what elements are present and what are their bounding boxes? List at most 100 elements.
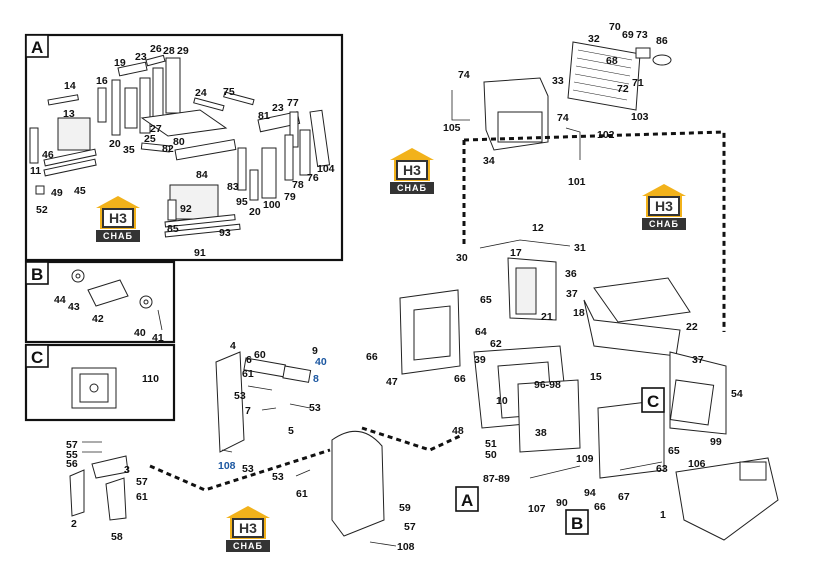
label-13: 13 <box>63 108 75 120</box>
label-56: 56 <box>66 458 78 470</box>
label-104: 104 <box>317 163 335 175</box>
label-42: 42 <box>92 313 104 325</box>
label-102: 102 <box>597 129 615 141</box>
label-47: 47 <box>386 376 398 388</box>
label-78: 78 <box>292 179 304 191</box>
watermark-sub-text: СНАБ <box>226 540 270 552</box>
label-36: 36 <box>565 268 577 280</box>
guide-line-lower <box>361 426 461 452</box>
label-85: 85 <box>167 223 179 235</box>
inset-b-letter: B <box>31 265 43 284</box>
label-26: 26 <box>150 43 162 55</box>
label-30: 30 <box>456 252 468 264</box>
label-28: 28 <box>163 45 175 57</box>
label-12: 12 <box>532 222 544 234</box>
label-23b: 23 <box>272 102 284 114</box>
label-57: 57 <box>404 521 416 533</box>
label-46: 46 <box>42 149 54 161</box>
guide-line-right <box>463 130 726 332</box>
label-38: 38 <box>535 427 547 439</box>
label-71: 71 <box>632 77 644 89</box>
label-96-98: 96-98 <box>534 379 561 391</box>
label-74b: 74 <box>557 112 569 124</box>
label-91: 91 <box>194 247 206 259</box>
label-39: 39 <box>474 354 486 366</box>
label-92: 92 <box>180 203 192 215</box>
label-87-89: 87-89 <box>483 473 510 485</box>
label-58: 58 <box>111 531 123 543</box>
label-72: 72 <box>617 83 629 95</box>
label-31: 31 <box>574 242 586 254</box>
watermark-logo-text: H3 <box>102 208 134 228</box>
bracket-assembly <box>69 441 129 521</box>
label-74: 74 <box>458 69 470 81</box>
label-108b: 108 <box>397 541 415 553</box>
watermark-logo-text: H3 <box>648 196 680 216</box>
side-panel-assembly <box>215 351 397 547</box>
label-77: 77 <box>287 97 299 109</box>
label-1: 1 <box>660 509 666 521</box>
watermark-sub-text: СНАБ <box>390 182 434 194</box>
label-15: 15 <box>590 371 602 383</box>
label-41: 41 <box>152 332 164 344</box>
label-81: 81 <box>258 110 270 122</box>
label-103: 103 <box>631 111 649 123</box>
label-40: 40 <box>134 327 146 339</box>
label-25: 25 <box>144 133 156 145</box>
label-18: 18 <box>573 307 585 319</box>
main-frame-assembly <box>399 239 779 541</box>
label-90: 90 <box>556 497 568 509</box>
label-52: 52 <box>36 204 48 216</box>
label-33: 33 <box>552 75 564 87</box>
watermark-logo-text: H3 <box>396 160 428 180</box>
label-29: 29 <box>177 45 189 57</box>
label-3: 3 <box>124 464 130 476</box>
label-66: 66 <box>366 351 378 363</box>
label-2: 2 <box>71 518 77 530</box>
label-40-hl: 40 <box>315 356 327 368</box>
label-101: 101 <box>568 176 586 188</box>
label-68: 68 <box>606 55 618 67</box>
label-110: 110 <box>142 373 159 385</box>
label-95: 95 <box>236 196 248 208</box>
label-8-hl: 8 <box>313 373 319 385</box>
callout-b: B <box>565 509 589 535</box>
label-75: 75 <box>223 86 235 98</box>
label-50: 50 <box>485 449 497 461</box>
label-65: 65 <box>480 294 492 306</box>
label-84: 84 <box>196 169 208 181</box>
label-27: 27 <box>150 123 162 135</box>
label-43: 43 <box>68 301 80 313</box>
label-11: 11 <box>30 165 41 177</box>
label-10: 10 <box>496 395 508 407</box>
label-60: 60 <box>254 349 266 361</box>
label-17: 17 <box>510 247 522 259</box>
label-22: 22 <box>686 321 698 333</box>
label-32: 32 <box>588 33 600 45</box>
label-63: 63 <box>656 463 668 475</box>
inset-a-parts <box>29 54 331 238</box>
label-73: 73 <box>636 29 648 41</box>
label-79: 79 <box>284 191 296 203</box>
label-57-s: 57 <box>66 439 78 451</box>
label-14: 14 <box>64 80 76 92</box>
label-34: 34 <box>483 155 495 167</box>
label-55: 55 <box>66 449 78 461</box>
label-45: 45 <box>74 185 86 197</box>
label-9: 9 <box>312 345 318 357</box>
label-51: 51 <box>485 438 497 450</box>
label-5: 5 <box>288 425 294 437</box>
label-49: 49 <box>51 187 63 199</box>
callout-c: C <box>641 387 665 413</box>
label-108-hl: 108 <box>218 460 236 472</box>
label-67: 67 <box>618 491 630 503</box>
label-4: 4 <box>230 340 236 352</box>
label-44: 44 <box>54 294 66 306</box>
label-80: 80 <box>173 136 185 148</box>
guide-line-left-lower <box>149 448 331 492</box>
